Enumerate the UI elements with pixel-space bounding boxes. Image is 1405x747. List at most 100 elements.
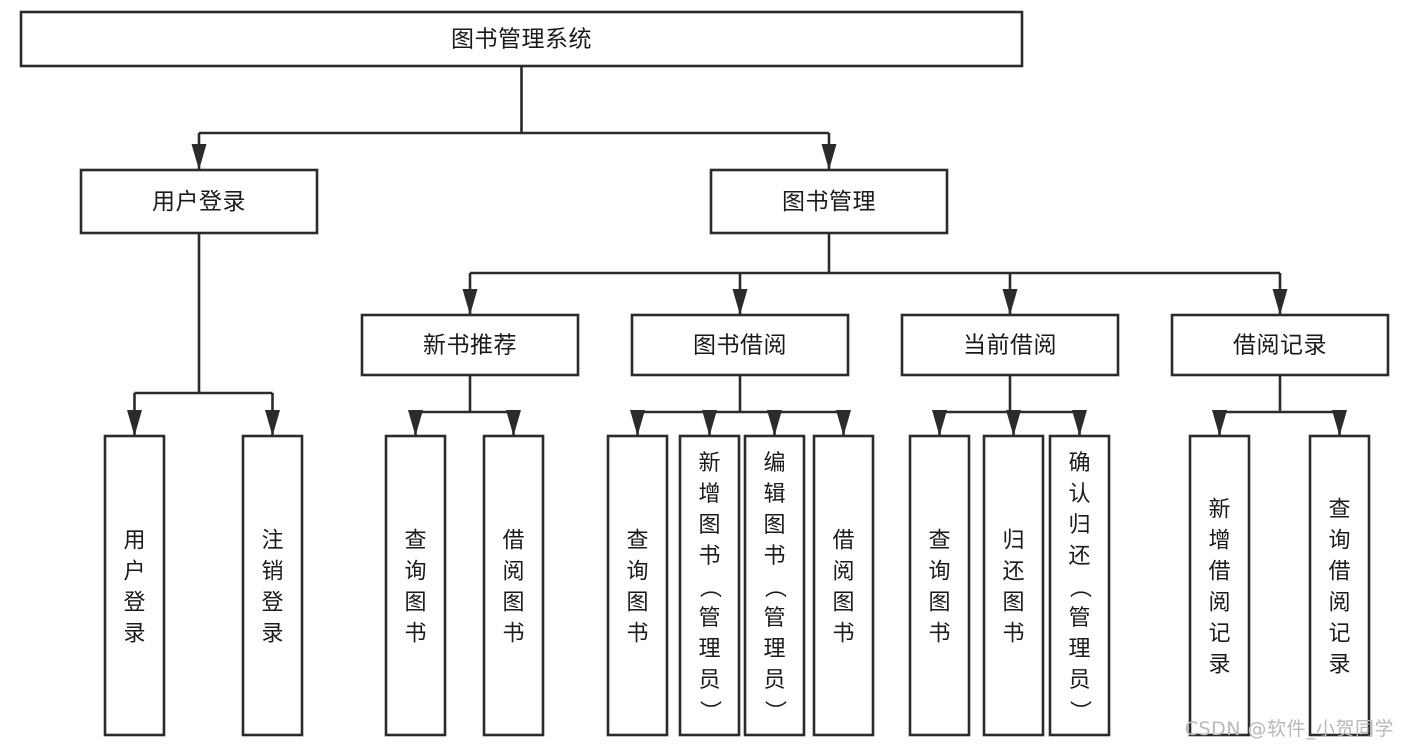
svg-text:借: 借 (1208, 560, 1230, 585)
svg-text:阅: 阅 (832, 560, 854, 585)
book-mgmt-arrow-1 (732, 289, 748, 315)
leaf-node-2-查询图书-box[interactable] (384, 434, 447, 737)
node-用户登录-box[interactable] (79, 168, 319, 235)
svg-text:确: 确 (1068, 451, 1090, 476)
svg-text:图: 图 (502, 591, 524, 616)
book-mgmt-arrow-2 (1002, 289, 1018, 315)
svg-text:（: （ (697, 576, 722, 598)
svg-text:记: 记 (1208, 622, 1230, 647)
leaf-node-4-查询图书-box[interactable] (606, 434, 669, 737)
svg-text:图: 图 (928, 591, 950, 616)
node-图书借阅-label: 图书借阅 (693, 333, 787, 359)
leaf-node-3-借阅图书-box[interactable] (482, 434, 545, 737)
svg-text:管: 管 (1068, 606, 1090, 631)
svg-text:编: 编 (763, 451, 785, 476)
svg-text:理: 理 (698, 637, 720, 662)
svg-text:录: 录 (261, 622, 283, 647)
book-mgmt-arrow-3 (1272, 289, 1288, 315)
svg-text:记: 记 (1328, 622, 1350, 647)
leaf-当前借阅-arrow-2 (1072, 410, 1087, 436)
svg-text:理: 理 (763, 637, 785, 662)
svg-text:图: 图 (1002, 591, 1024, 616)
svg-text:注: 注 (261, 529, 283, 554)
leaf-图书借阅-arrow-0 (630, 410, 645, 436)
node-用户登录-label: 用户登录 (152, 189, 246, 215)
svg-text:录: 录 (1208, 653, 1230, 678)
node-新书推荐-label: 新书推荐 (423, 333, 517, 359)
node-图书借阅-box[interactable] (630, 313, 850, 377)
svg-text:辑: 辑 (763, 482, 785, 507)
node-图书管理系统-box[interactable] (19, 10, 1024, 68)
svg-text:查: 查 (626, 529, 648, 554)
leaf-node-1-注销登录-box[interactable] (241, 434, 304, 737)
svg-text:增: 增 (698, 482, 720, 507)
svg-text:新: 新 (698, 451, 720, 476)
node-图书管理-label: 图书管理 (782, 189, 876, 215)
node-图书管理-box[interactable] (709, 168, 949, 235)
svg-text:员: 员 (698, 668, 720, 693)
leaf-node-6-编辑图书管理员-box[interactable] (743, 434, 806, 737)
node-借阅记录-box[interactable] (1170, 313, 1390, 377)
svg-text:阅: 阅 (1328, 591, 1350, 616)
node-layer: 图书管理系统用户登录图书管理新书推荐图书借阅当前借阅借阅记录用户登录注销登录查询… (19, 10, 1390, 737)
leaf-当前借阅-arrow-0 (932, 410, 947, 436)
svg-text:（: （ (762, 576, 787, 598)
svg-text:借: 借 (502, 529, 524, 554)
svg-text:登: 登 (261, 591, 283, 616)
leaf-node-5-新增图书管理员-box[interactable] (678, 434, 741, 737)
leaf-node-10-确认归还管理员-box[interactable] (1048, 434, 1111, 737)
node-当前借阅-box[interactable] (900, 313, 1120, 377)
leaf-借阅记录-arrow-1 (1332, 410, 1347, 436)
svg-text:询: 询 (626, 560, 648, 585)
leaf-node-9-归还图书-box[interactable] (982, 434, 1045, 737)
svg-text:询: 询 (404, 560, 426, 585)
svg-text:图: 图 (698, 513, 720, 538)
svg-text:书: 书 (626, 622, 648, 647)
svg-text:录: 录 (123, 622, 145, 647)
svg-text:还: 还 (1002, 560, 1024, 585)
leaf-node-0-用户登录-box[interactable] (103, 434, 166, 737)
node-当前借阅-label: 当前借阅 (963, 333, 1057, 359)
node-图书管理系统-label: 图书管理系统 (451, 27, 592, 53)
svg-text:书: 书 (404, 622, 426, 647)
svg-text:管: 管 (763, 606, 785, 631)
svg-text:理: 理 (1068, 637, 1090, 662)
connector-layer (127, 66, 1347, 436)
svg-text:查: 查 (928, 529, 950, 554)
svg-text:录: 录 (1328, 653, 1350, 678)
watermark-text: CSDN @软件_小贺同学 (1184, 718, 1394, 740)
svg-text:员: 员 (763, 668, 785, 693)
svg-text:销: 销 (261, 560, 283, 585)
svg-text:（: （ (1067, 576, 1092, 598)
svg-text:图: 图 (626, 591, 648, 616)
svg-text:）: ） (1067, 700, 1092, 722)
svg-text:归: 归 (1068, 513, 1090, 538)
svg-text:借: 借 (1328, 560, 1350, 585)
svg-text:询: 询 (1328, 529, 1350, 554)
svg-text:图: 图 (763, 513, 785, 538)
leaf-node-8-查询图书-box[interactable] (908, 434, 971, 737)
svg-text:阅: 阅 (1208, 591, 1230, 616)
svg-text:）: ） (697, 700, 722, 722)
svg-text:还: 还 (1068, 544, 1090, 569)
leaf-图书借阅-arrow-1 (702, 410, 717, 436)
leaf-node-11-新增借阅记录-box[interactable] (1188, 434, 1251, 737)
leaf-node-12-查询借阅记录-box[interactable] (1308, 434, 1371, 737)
svg-text:管: 管 (698, 606, 720, 631)
svg-text:）: ） (762, 700, 787, 722)
node-新书推荐-box[interactable] (360, 313, 580, 377)
leaf-新书推荐-arrow-0 (408, 410, 423, 436)
svg-text:书: 书 (832, 622, 854, 647)
leaf-node-7-借阅图书-box[interactable] (812, 434, 875, 737)
svg-text:增: 增 (1208, 529, 1230, 554)
